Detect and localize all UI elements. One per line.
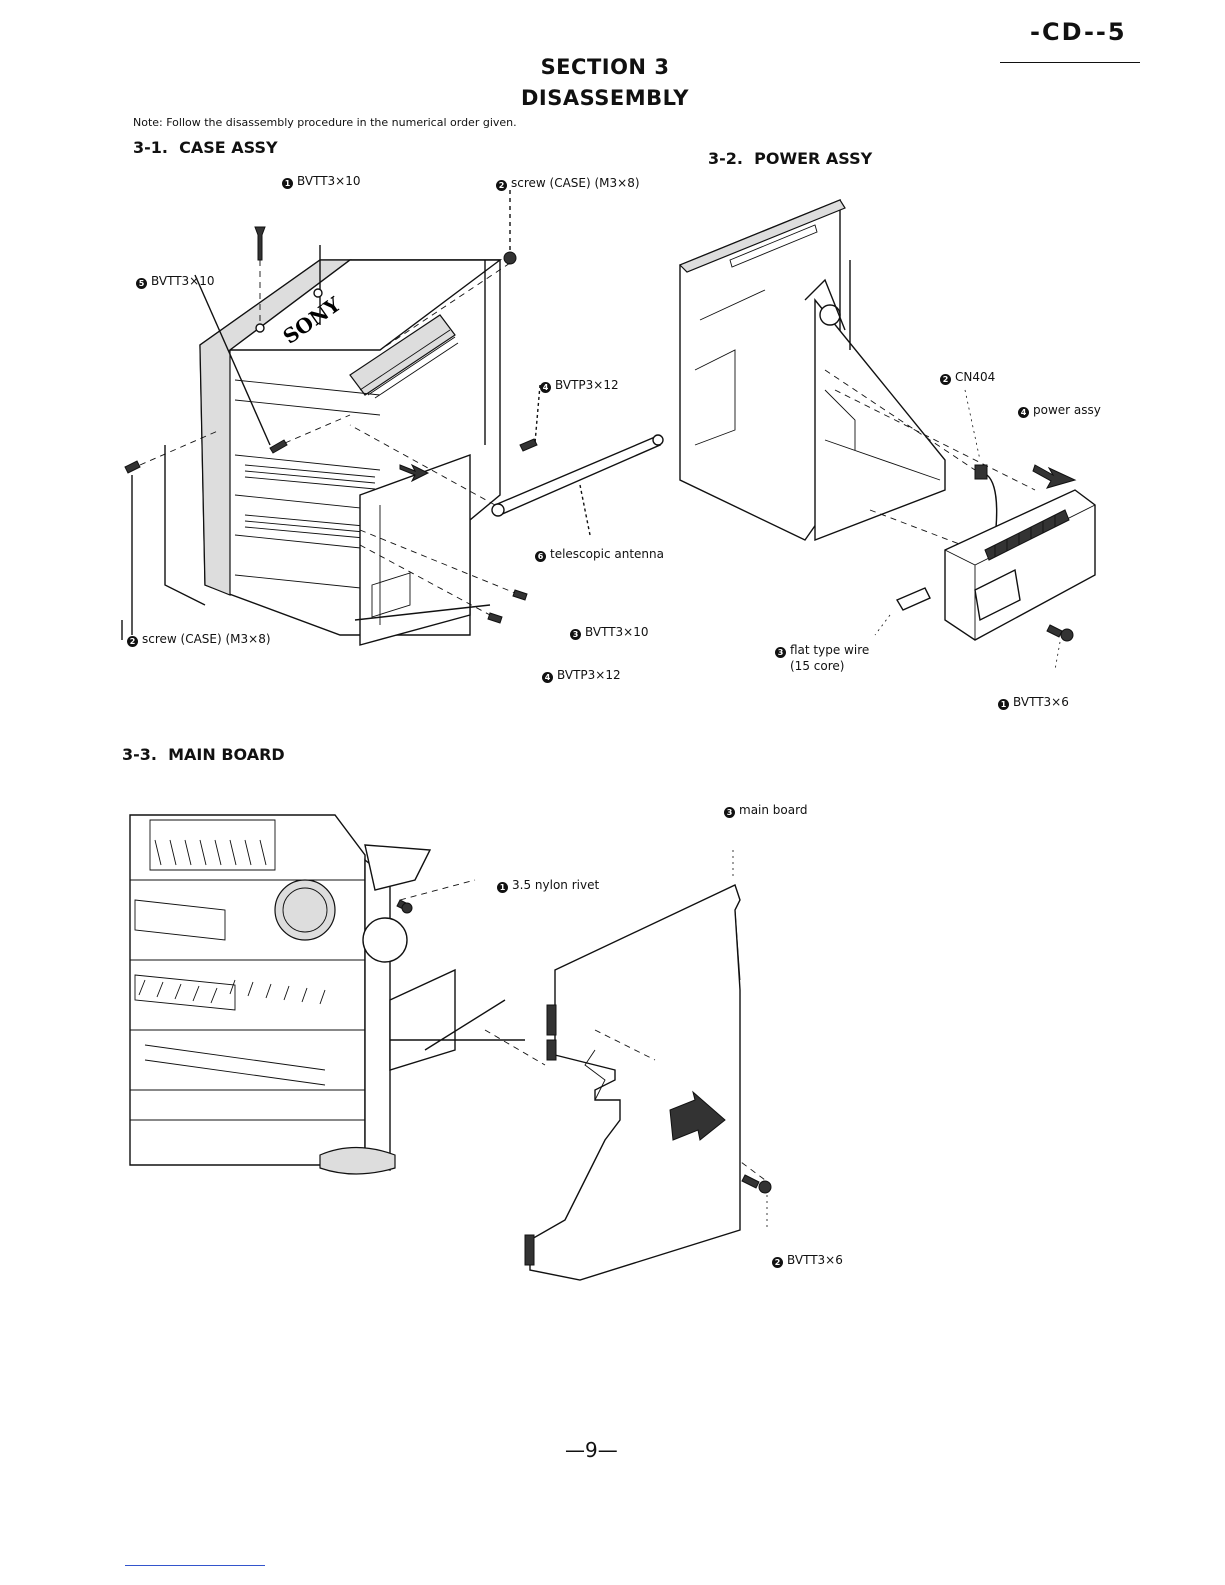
telescopic-antenna [494, 436, 662, 516]
heading-main-board: 3-3. MAIN BOARD [122, 745, 285, 764]
power-assy-unit [944, 489, 1096, 641]
screw-icon-7 [487, 612, 503, 624]
page-number: —9— [565, 1438, 618, 1462]
heading-power-assy: 3-2. POWER ASSY [708, 149, 873, 168]
cn404-connector [974, 464, 988, 480]
power-assy-diagram [678, 198, 1096, 670]
screw-icon-2 [503, 251, 517, 265]
volume-knob [274, 879, 336, 941]
arrow-icon [669, 1090, 726, 1141]
board-connector [546, 1004, 557, 1036]
case-assy-diagram: SONY [121, 190, 664, 646]
section-title: SECTION 3 [540, 55, 670, 79]
main-board [529, 884, 741, 1281]
bottom-rule [125, 1565, 265, 1566]
section-subtitle: DISASSEMBLY [521, 86, 689, 110]
arrow-icon [1032, 464, 1077, 489]
screw-icon-3 [124, 460, 141, 474]
screw-icon-5 [519, 438, 538, 452]
screw-icon-4 [269, 439, 288, 454]
arrow-icon [399, 463, 430, 483]
cabinet-top [227, 259, 503, 351]
unit-body [129, 814, 366, 1166]
page-code: -CD--5 [1030, 18, 1127, 46]
heat-sink [984, 509, 1070, 561]
cabinet-rear-block [359, 454, 471, 646]
screw-icon-1 [254, 226, 266, 261]
chassis-floor [814, 298, 946, 542]
screw-icon [1046, 624, 1063, 638]
flat-type-wire [895, 587, 931, 611]
heading-case-assy: 3-1. CASE ASSY [133, 138, 278, 157]
main-board-diagram [129, 814, 772, 1281]
screw-icon [741, 1174, 760, 1189]
callout-power-3-sub: (15 core) [790, 659, 845, 673]
screw-icon-6 [512, 589, 528, 601]
top-hatch [349, 314, 456, 396]
page-code-rule [1000, 62, 1140, 63]
note: Note: Follow the disassembly procedure i… [133, 116, 517, 129]
